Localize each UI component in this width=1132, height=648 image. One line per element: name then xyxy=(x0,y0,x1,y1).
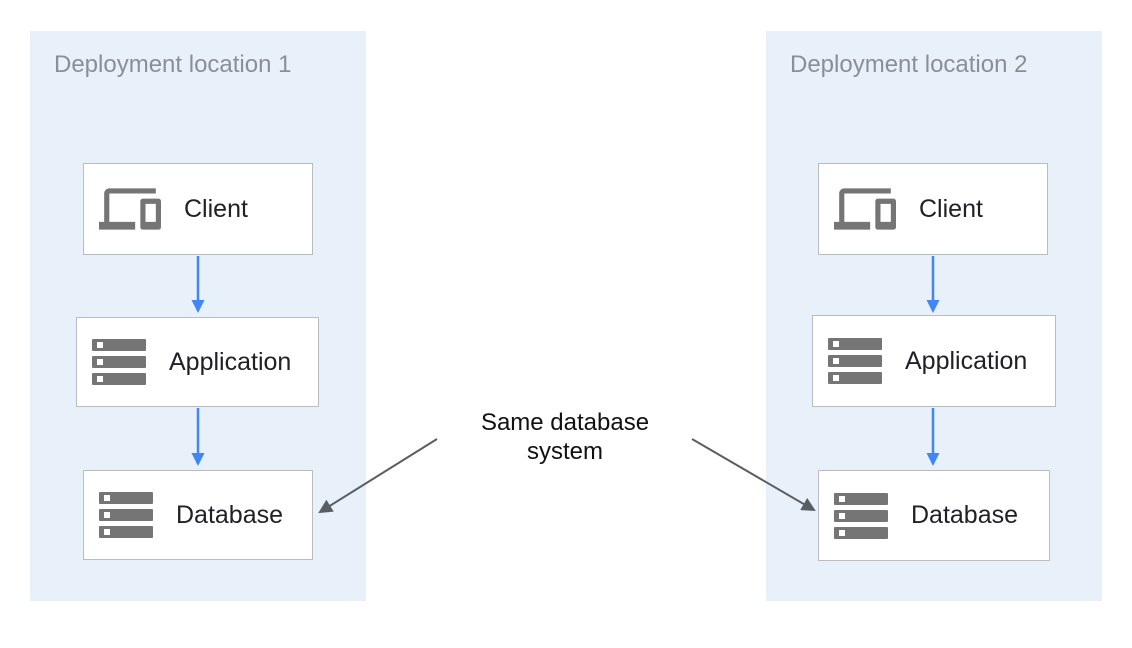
storage-icon xyxy=(834,492,888,539)
storage-icon xyxy=(99,492,153,538)
annotation-same-database-system: Same database system xyxy=(480,409,650,465)
node-label: Client xyxy=(919,194,983,223)
node-database-location-1: Database xyxy=(83,470,313,560)
node-client-location-2: Client xyxy=(818,163,1048,255)
node-label: Application xyxy=(169,347,292,376)
node-label: Application xyxy=(905,346,1028,375)
deployment-location-2-title: Deployment location 2 xyxy=(790,51,1028,78)
node-client-location-1: Client xyxy=(83,163,313,255)
storage-icon xyxy=(828,338,882,384)
storage-icon xyxy=(92,339,146,385)
deployment-location-1-title: Deployment location 1 xyxy=(54,51,292,78)
node-application-location-2: Application xyxy=(812,315,1056,407)
node-application-location-1: Application xyxy=(76,317,319,407)
devices-icon xyxy=(99,178,161,240)
node-label: Database xyxy=(176,500,284,529)
node-database-location-2: Database xyxy=(818,470,1050,561)
node-label: Client xyxy=(184,194,248,223)
devices-icon xyxy=(834,178,896,240)
node-label: Database xyxy=(911,501,1019,529)
